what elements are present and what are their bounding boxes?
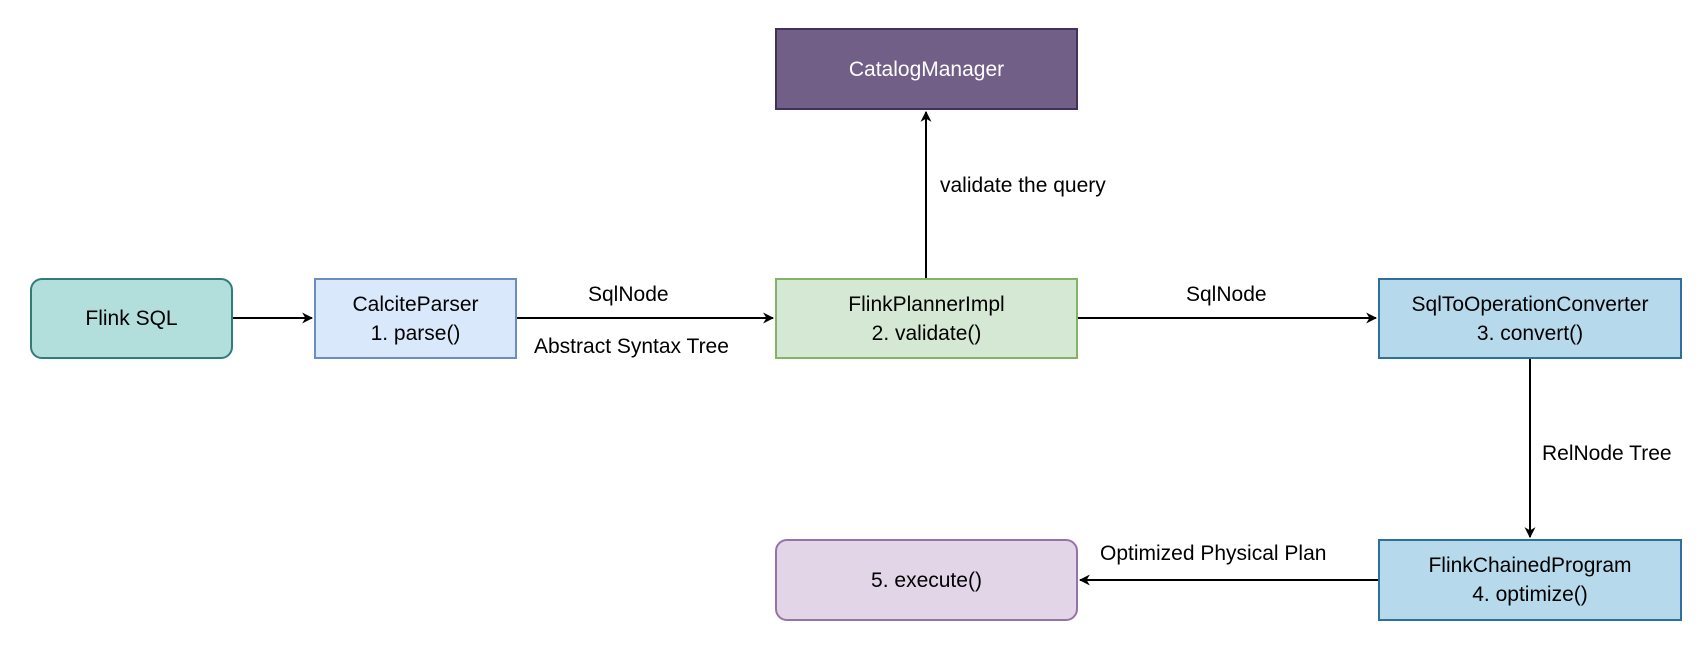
node-flink-sql: Flink SQL <box>30 278 233 359</box>
edge-label-sqlnode-planner: SqlNode <box>1186 283 1267 306</box>
node-sql-to-operation-converter-title: SqlToOperationConverter <box>1411 292 1649 316</box>
node-catalog-manager-label: CatalogManager <box>848 57 1005 81</box>
node-execute-label: 5. execute() <box>871 568 982 592</box>
node-flink-chained-program-title: FlinkChainedProgram <box>1428 554 1632 577</box>
node-catalog-manager: CatalogManager <box>775 28 1078 110</box>
edge-label-optimized-physical-plan: Optimized Physical Plan <box>1100 542 1327 565</box>
node-execute: 5. execute() <box>775 539 1078 621</box>
node-calcite-parser: CalciteParser 1. parse() <box>314 278 517 359</box>
node-calcite-parser-title: CalciteParser <box>352 292 479 316</box>
node-flink-planner-impl-title: FlinkPlannerImpl <box>848 292 1005 316</box>
edge-label-sqlnode-parser: SqlNode <box>588 283 669 306</box>
node-sql-to-operation-converter-step: 3. convert() <box>1476 321 1584 345</box>
node-flink-planner-impl-step: 2. validate() <box>871 321 982 345</box>
edge-label-validate-query: validate the query <box>940 174 1106 197</box>
node-flink-sql-label: Flink SQL <box>85 307 178 330</box>
edge-label-abstract-syntax-tree: Abstract Syntax Tree <box>534 335 729 358</box>
node-flink-chained-program-step: 4. optimize() <box>1472 583 1588 606</box>
node-calcite-parser-step: 1. parse() <box>370 321 461 345</box>
node-flink-chained-program: FlinkChainedProgram 4. optimize() <box>1378 539 1682 621</box>
node-sql-to-operation-converter: SqlToOperationConverter 3. convert() <box>1378 278 1682 359</box>
node-flink-planner-impl: FlinkPlannerImpl 2. validate() <box>775 278 1078 359</box>
edge-label-relnode-tree: RelNode Tree <box>1542 442 1672 465</box>
